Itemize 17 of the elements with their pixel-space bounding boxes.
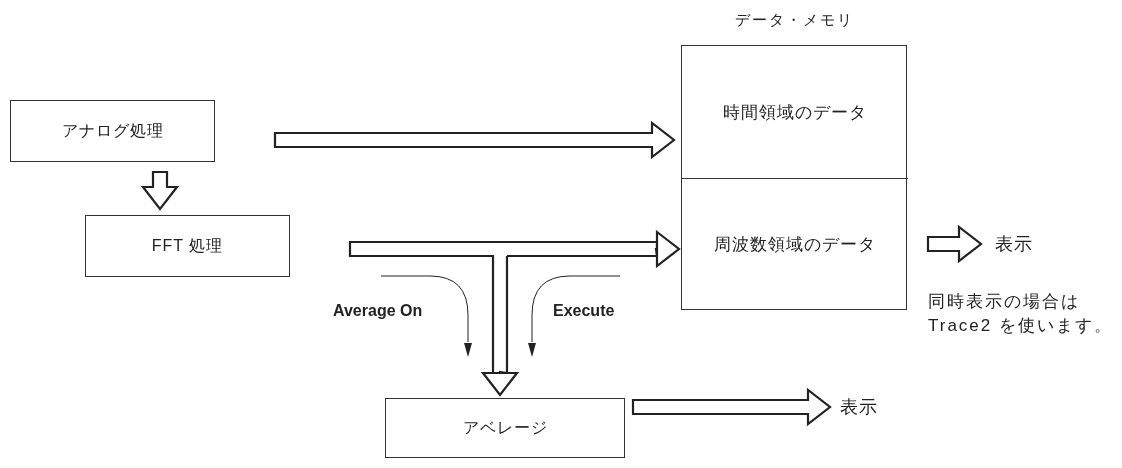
block-arrow — [348, 230, 681, 268]
memory-section: 時間領域のデータ — [682, 46, 908, 179]
block-arrow — [140, 170, 180, 211]
memory-section: 周波数領域のデータ — [682, 178, 908, 311]
block-arrow — [926, 224, 983, 264]
operation-label: Execute — [553, 302, 615, 320]
operation-label: Average On — [333, 302, 423, 320]
block-arrow — [348, 249, 519, 397]
output-label: 表示 — [840, 395, 878, 419]
block-arrow — [273, 120, 676, 160]
output-label: 表示 — [995, 232, 1033, 256]
note-text: 同時表示の場合は Trace2 を使います。 — [928, 291, 1114, 337]
process-box: FFT 処理 — [85, 215, 290, 277]
memory-heading: データ・メモリ — [733, 11, 855, 30]
process-box: アベレージ — [385, 398, 625, 458]
process-box: アナログ処理 — [10, 100, 215, 162]
block-arrow — [631, 387, 832, 427]
